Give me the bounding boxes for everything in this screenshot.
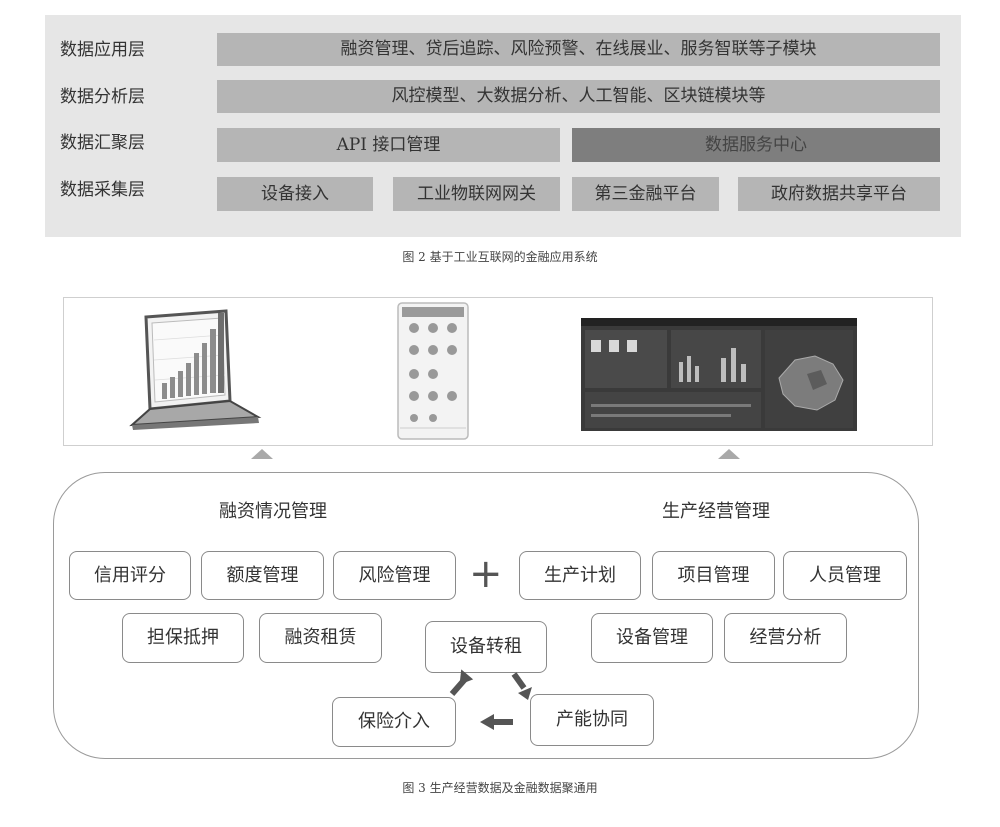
credit-limit-box: 额度管理: [201, 551, 324, 600]
device-access-bar: 设备接入: [217, 177, 373, 211]
credit-score-box: 信用评分: [69, 551, 191, 600]
staff-management-box: 人员管理: [783, 551, 907, 600]
figure3-caption: 图 3 生产经营数据及金融数据聚通用: [402, 781, 598, 795]
project-management-box: 项目管理: [652, 551, 775, 600]
arrow-to-capacity-icon: [511, 672, 532, 700]
third-party-finance-bar: 第三金融平台: [572, 177, 719, 211]
analysis-layer-bar: 风控模型、大数据分析、人工智能、区块链模块等: [217, 80, 940, 113]
layer-label-application: 数据应用层: [60, 40, 145, 60]
layer-label-aggregation: 数据汇聚层: [60, 133, 145, 153]
arrow-to-insurance-icon: [480, 714, 513, 730]
insurance-intervention-box: 保险介入: [332, 697, 456, 747]
risk-management-box: 风险管理: [333, 551, 456, 600]
mobile-app-icon: [397, 302, 469, 440]
cycle-arrows: [449, 669, 532, 730]
iot-gateway-bar: 工业物联网网关: [393, 177, 560, 211]
guarantee-mortgage-box: 担保抵押: [122, 613, 244, 663]
equipment-sublease-box: 设备转租: [425, 621, 547, 673]
layer-label-analysis: 数据分析层: [60, 87, 145, 107]
production-plan-box: 生产计划: [519, 551, 641, 600]
laptop-chart-icon: [129, 309, 262, 430]
api-management-bar: API 接口管理: [217, 128, 560, 162]
gov-data-sharing-bar: 政府数据共享平台: [738, 177, 940, 211]
dashboard-screen-icon: [581, 318, 857, 431]
arrow-to-sublease-icon: [449, 669, 474, 696]
financial-leasing-box: 融资租赁: [259, 613, 382, 663]
application-layer-bar: 融资管理、贷后追踪、风险预警、在线展业、服务智联等子模块: [217, 33, 940, 66]
up-triangle-left-icon: [251, 449, 273, 459]
financing-management-heading: 融资情况管理: [219, 501, 327, 522]
layer-label-collection: 数据采集层: [60, 180, 145, 200]
equipment-management-box: 设备管理: [591, 613, 713, 663]
production-management-heading: 生产经营管理: [662, 501, 770, 522]
figure2-caption: 图 2 基于工业互联网的金融应用系统: [402, 250, 598, 264]
plus-icon: +: [469, 551, 503, 597]
business-analysis-box: 经营分析: [724, 613, 847, 663]
data-service-center-bar: 数据服务中心: [572, 128, 940, 162]
capacity-collaboration-box: 产能协同: [530, 694, 654, 746]
up-triangle-right-icon: [718, 449, 740, 459]
